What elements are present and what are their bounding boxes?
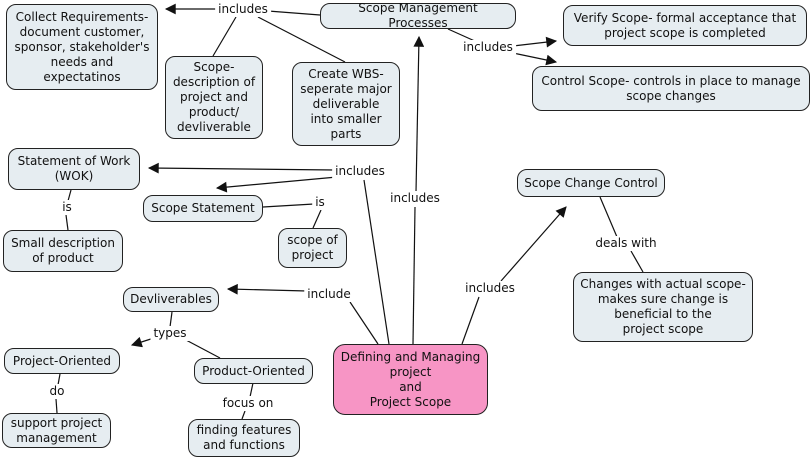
node-product-oriented[interactable]: Product-Oriented (194, 358, 313, 384)
node-support-project-management[interactable]: support project management (2, 413, 111, 448)
connector-main-includes-vert (412, 206, 416, 345)
node-scope-statement[interactable]: Scope Statement (143, 195, 263, 222)
node-scope-change-control[interactable]: Scope Change Control (517, 169, 665, 197)
connector-scopestatement-is (262, 203, 315, 208)
edge-label-includes-scope-change[interactable]: includes (462, 281, 518, 296)
connector-productoriented-focuson (249, 382, 254, 398)
connector-projectoriented-do (57, 373, 61, 386)
connector-main-include (349, 301, 379, 345)
node-small-description[interactable]: Small description of product (3, 230, 123, 272)
connector-includes-scopestatement-arrow (215, 176, 338, 193)
connector-smp-includes-right (447, 28, 478, 43)
node-scope-description[interactable]: Scope- description of project and produc… (165, 56, 263, 139)
connector-includes-scc-arrow (500, 206, 567, 282)
edge-label-includes-scope-mgmt[interactable]: includes (387, 191, 443, 206)
edge-label-include-devliverables[interactable]: include (304, 287, 354, 302)
connector-smp-includes-top (267, 10, 321, 16)
connector-lines (55, 3, 644, 420)
connector-is-scopeofproject (312, 209, 322, 229)
edge-label-deals-with[interactable]: deals with (592, 236, 660, 251)
node-verify-scope[interactable]: Verify Scope- formal acceptance that pro… (563, 5, 807, 46)
edge-label-types[interactable]: types (150, 326, 190, 341)
connector-includes-control-arrow (512, 52, 558, 66)
edge-label-is-scope-statement[interactable]: is (312, 195, 328, 210)
connector-main-includes-scc (461, 296, 480, 345)
connector-include-devliverables-arrow (226, 283, 308, 295)
connector-includes-scopedesc (212, 16, 237, 57)
edge-label-is-statement-of-work[interactable]: is (59, 200, 75, 215)
node-scope-management-processes[interactable]: Scope Management Processes (320, 1, 516, 30)
node-create-wbs[interactable]: Create WBS- seperate major deliverable i… (292, 62, 400, 146)
node-devliverables[interactable]: Devliverables (123, 287, 219, 312)
connector-includes-smp-arrow (413, 35, 425, 193)
node-statement-of-work[interactable]: Statement of Work (WOK) (8, 148, 140, 190)
connector-main-includes-mid (363, 179, 390, 345)
connector-is-smalldesc (65, 214, 69, 231)
connector-includes-createwbs (257, 16, 346, 63)
node-main-topic[interactable]: Defining and Managing project and Projec… (333, 344, 488, 415)
connector-types-productoriented (185, 339, 221, 359)
edge-label-includes-verify-control[interactable]: includes (460, 40, 516, 55)
connector-do-support (55, 398, 58, 414)
connector-includes-verify-arrow (512, 36, 558, 48)
node-collect-requirements[interactable]: Collect Requirements- document customer,… (6, 4, 158, 90)
node-scope-of-project[interactable]: scope of project (278, 228, 347, 268)
connector-focuson-finding (241, 410, 246, 420)
node-changes-with-actual-scope[interactable]: Changes with actual scope- makes sure ch… (573, 272, 753, 342)
connector-devliverables-types (169, 311, 173, 328)
connector-dealswith-changes (630, 250, 644, 273)
edge-label-do[interactable]: do (46, 384, 68, 399)
node-project-oriented[interactable]: Project-Oriented (4, 348, 120, 374)
edge-label-includes-top[interactable]: includes (215, 2, 271, 17)
connector-types-projectoriented-arrow (130, 336, 155, 348)
node-finding-features[interactable]: finding features and functions (188, 419, 300, 457)
edge-label-includes-sow-statement[interactable]: includes (332, 164, 388, 179)
connector-sow-is (67, 189, 72, 202)
edge-label-focus-on[interactable]: focus on (219, 396, 277, 411)
connector-includes-sow-arrow (147, 162, 336, 174)
connector-scc-dealswith (599, 196, 618, 238)
node-control-scope[interactable]: Control Scope- controls in place to mana… (532, 66, 810, 111)
